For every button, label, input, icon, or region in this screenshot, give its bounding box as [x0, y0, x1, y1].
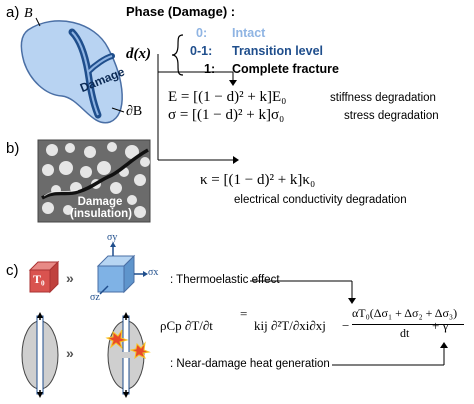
phase-function: d(x) [126, 46, 151, 62]
heat-eq-thermo-num: αT₀(Δσ₁ + Δσ₂ + Δσ₃) [352, 306, 458, 320]
cube-t0 [28, 260, 60, 294]
sem-damage-label: Damage (insulation) [70, 196, 132, 220]
phase-title: Phase (Damage) : [126, 4, 236, 19]
panel-c-label: c) [6, 262, 19, 279]
chevron-right-icon: » [66, 270, 74, 286]
eq-conductivity: κ = [(1 − d)² + k]κ₀ [200, 172, 316, 188]
cube-stress [96, 242, 148, 295]
phase-brace [171, 34, 184, 76]
eq-stress: σ = [(1 − d)² + k]σ₀ [168, 107, 285, 123]
boundary-symbol: ∂B [126, 104, 143, 119]
sem-damage-label-line1: Damage [77, 196, 123, 208]
sigma-z-label: σz [90, 292, 100, 303]
arrow-a [229, 80, 237, 86]
damage-crack-branch-core [87, 55, 113, 73]
sem-particles [42, 142, 150, 218]
eq-conductivity-note: electrical conductivity degradation [234, 194, 407, 206]
thermoelastic-note: : Thermoelastic effect [170, 274, 280, 286]
heat-eq-fraction-bar [352, 324, 464, 325]
phase-2-text: Complete fracture [232, 62, 339, 76]
region-b-shape [20, 20, 123, 124]
region-leader [35, 17, 41, 27]
eq-stress-note: stress degradation [344, 110, 439, 122]
heat-eq-conduction: kij ∂²T/∂xi∂xj [254, 318, 326, 333]
heat-note: : Near-damage heat generation [170, 358, 330, 370]
eq-stiffness: E = [(1 − d)² + k]E₀ [168, 89, 287, 105]
boundary-leader [111, 107, 125, 113]
specimen-intact [21, 312, 59, 398]
phase-0-text: Intact [232, 26, 266, 40]
sem-crack [41, 148, 149, 200]
phase-1-text: Transition level [232, 44, 324, 58]
heat-eq-equals: = [240, 306, 248, 321]
region-symbol: B [24, 6, 33, 21]
phase-2-key: 1: [204, 62, 216, 76]
sigma-y-label: σy [107, 232, 118, 243]
heat-eq-gamma: + γ [432, 318, 449, 333]
heat-eq-minus: − [342, 318, 350, 333]
panel-b-label: b) [6, 140, 20, 157]
spark-icon [105, 329, 151, 360]
heat-eq-thermo-den: dt [400, 326, 410, 340]
chevron-right-icon-2: » [66, 345, 74, 361]
phase-0-key: 0: [196, 26, 208, 40]
sem-damage-label-line2: (insulation) [70, 208, 132, 220]
eq-stiffness-note: stiffness degradation [330, 92, 436, 104]
phase-1-key: 0-1: [190, 44, 213, 58]
t0-label: T₀ [33, 272, 45, 286]
sigma-x-label: σx [148, 267, 159, 278]
arrow-b [233, 156, 239, 164]
panel-a-label: a) [6, 4, 20, 21]
heat-eq-lhs: ρCp ∂T/∂t [160, 318, 213, 333]
